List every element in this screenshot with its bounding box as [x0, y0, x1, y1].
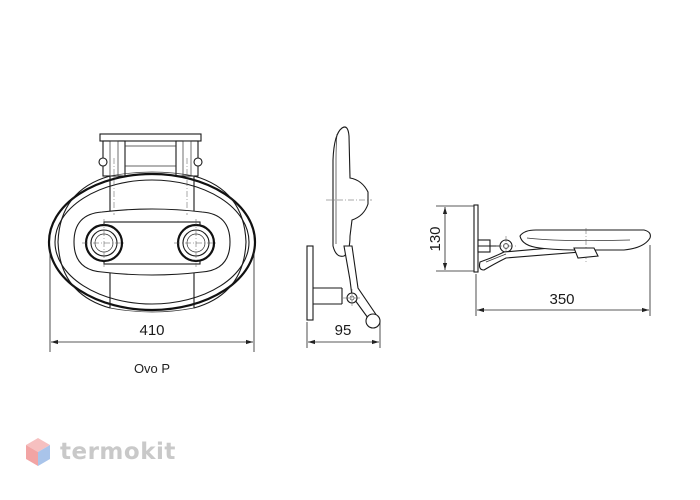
side-view-open: 350 130 [427, 204, 651, 316]
watermark-text: termokit [60, 439, 176, 465]
height-dimension-label: 130 [427, 226, 444, 251]
depth-folded-dimension: 95 [306, 322, 381, 348]
width-dimension-label: 410 [139, 322, 164, 339]
depth-open-dimension: 350 [475, 245, 651, 316]
depth-open-label: 350 [549, 291, 574, 308]
folded-seat [332, 126, 369, 257]
depth-folded-label: 95 [335, 322, 352, 339]
model-caption: Ovo P [134, 361, 170, 376]
open-support-arm [478, 245, 582, 271]
width-dimension: 410 [49, 250, 255, 352]
front-view: 410 Ovo P [47, 133, 257, 376]
height-dimension: 130 [427, 205, 474, 272]
watermark: termokit [24, 436, 176, 468]
cube-logo-icon [26, 438, 50, 466]
wall-plate-open [473, 204, 479, 273]
wall-plate [306, 245, 314, 321]
side-view-folded: 95 [306, 126, 381, 348]
open-seat [519, 229, 651, 251]
support-arm [343, 245, 378, 319]
wall-bracket [98, 133, 203, 177]
